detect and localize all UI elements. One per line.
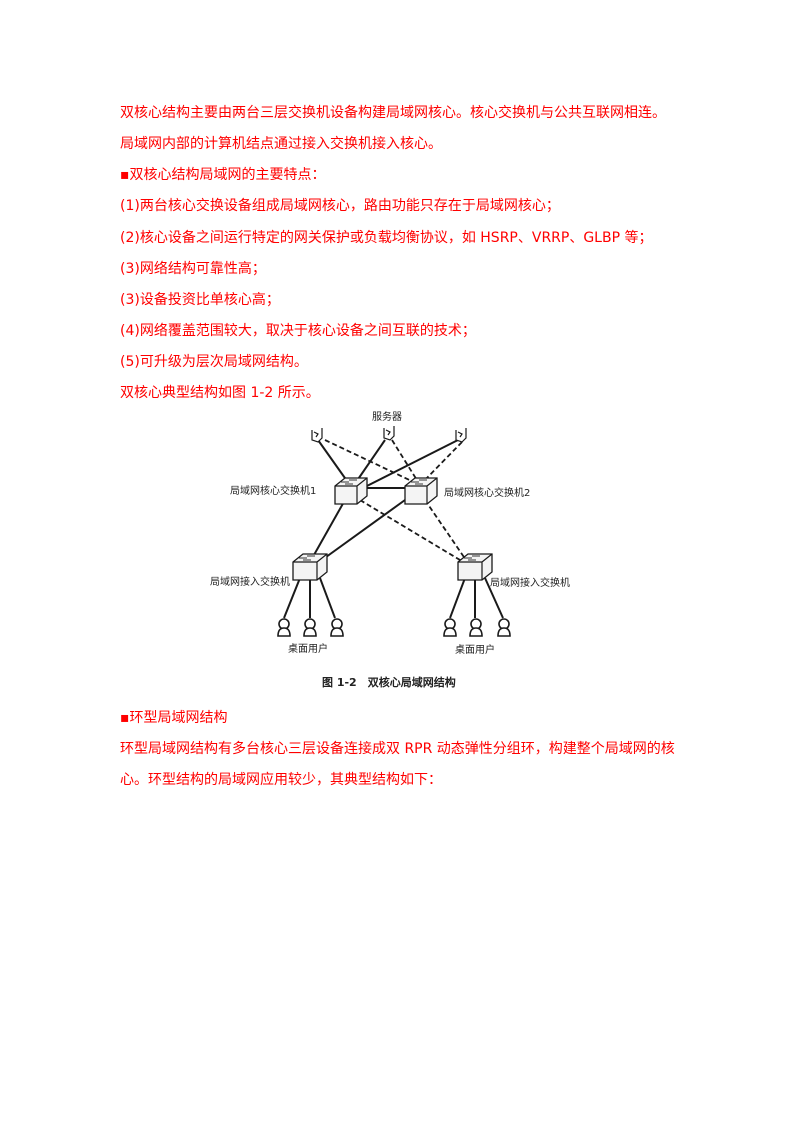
label-core-switch-1: 局域网核心交换机1 — [230, 484, 316, 497]
figure-reference: 双核心典型结构如图 1-2 所示。 — [120, 385, 320, 401]
access-switch-left-icon — [292, 553, 328, 581]
paragraph-intro-2: 局域网内部的计算机结点通过接入交换机接入核心。 — [120, 136, 442, 152]
feature-item-5: (5)可升级为层次局域网结构。 — [120, 354, 308, 370]
figure-caption: 图 1-2 双核心局域网结构 — [322, 675, 456, 689]
ring-section-heading: ▪环型局域网结构 — [120, 710, 228, 726]
feature-item-4: (4)网络覆盖范围较大，取决于核心设备之间互联的技术； — [120, 323, 476, 339]
core-switch-2-icon — [404, 477, 438, 505]
core-switch-1-icon — [334, 477, 368, 505]
dual-core-network-diagram: 服务器 局域网核心交换机1 局域网核心交换机2 局域网接入交换机 局域网接入交换… — [200, 400, 590, 700]
user-icons — [277, 618, 511, 637]
label-users-left: 桌面用户 — [288, 642, 328, 655]
access-switch-right-icon — [457, 553, 493, 581]
ring-section-body-1: 环型局域网结构有多台核心三层设备连接成双 RPR 动态弹性分组环，构建整个局域网… — [120, 741, 675, 757]
features-heading: ▪双核心结构局域网的主要特点： — [120, 167, 326, 183]
ring-section-body-2: 心。环型结构的局域网应用较少，其典型结构如下： — [120, 772, 442, 788]
server-icons — [311, 426, 467, 443]
label-access-switch-left: 局域网接入交换机 — [210, 575, 290, 588]
label-users-right: 桌面用户 — [455, 643, 495, 656]
feature-item-3: (3)网络结构可靠性高； — [120, 261, 266, 277]
feature-item-1: (1)两台核心交换设备组成局域网核心，路由功能只存在于局域网核心； — [120, 198, 560, 214]
feature-item-2: (2)核心设备之间运行特定的网关保护或负载均衡协议，如 HSRP、VRRP、GL… — [120, 230, 653, 246]
paragraph-intro-1: 双核心结构主要由两台三层交换机设备构建局域网核心。核心交换机与公共互联网相连。 — [120, 105, 666, 121]
feature-item-3b: (3)设备投资比单核心高； — [120, 292, 280, 308]
solid-links — [283, 439, 504, 619]
label-core-switch-2: 局域网核心交换机2 — [444, 486, 530, 499]
label-access-switch-right: 局域网接入交换机 — [490, 576, 570, 589]
label-servers: 服务器 — [372, 410, 402, 423]
